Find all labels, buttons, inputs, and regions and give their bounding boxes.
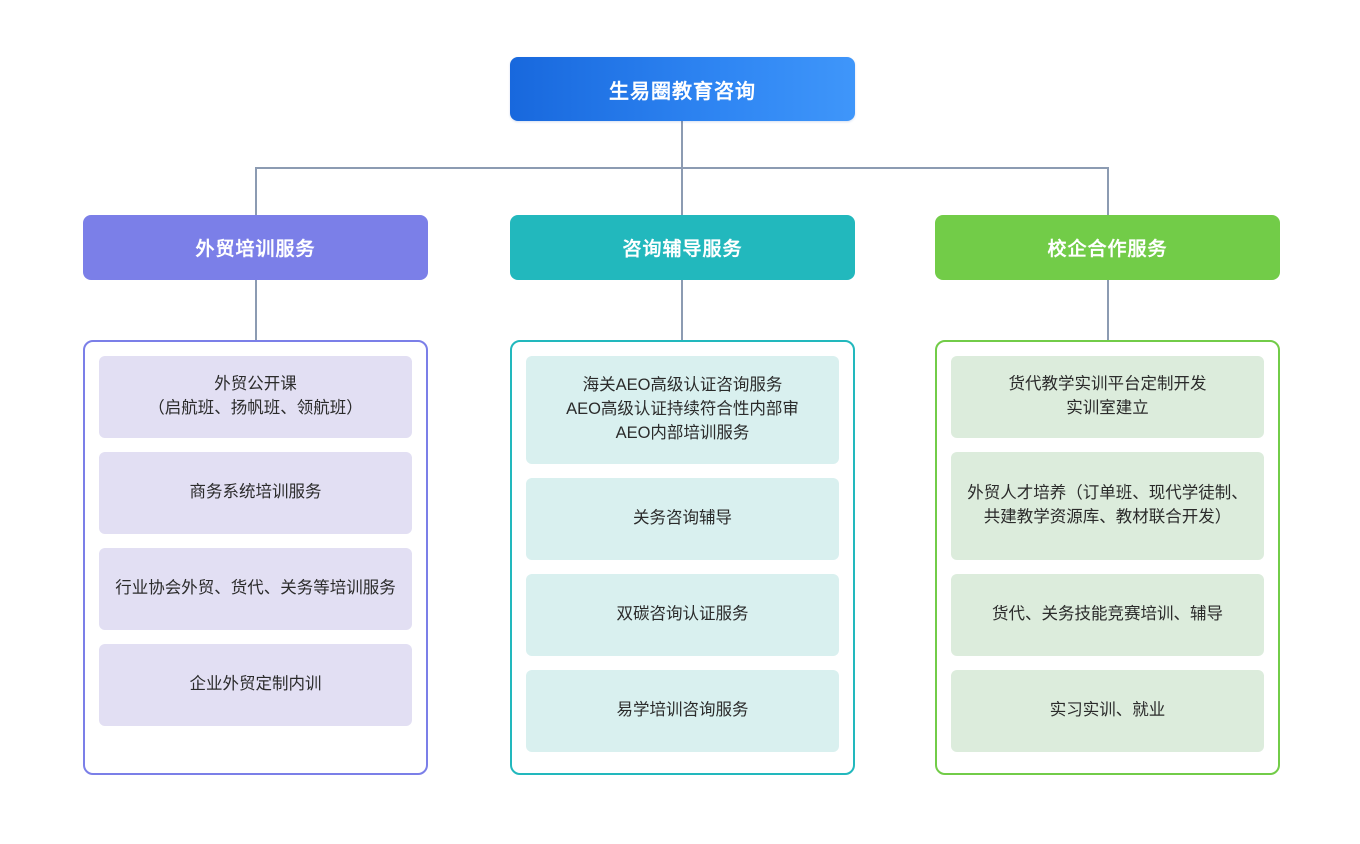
connector-header-to-group-3 — [1107, 280, 1109, 340]
connector-drop-branch-2 — [681, 167, 683, 215]
connector-drop-branch-1 — [255, 167, 257, 215]
connector-root-stem — [681, 121, 683, 168]
leaf-item[interactable]: 货代、关务技能竞赛培训、辅导 — [951, 574, 1264, 656]
category-header-label: 校企合作服务 — [1047, 239, 1168, 260]
leaf-item[interactable]: 双碳咨询认证服务 — [526, 574, 839, 656]
leaf-item[interactable]: 实习实训、就业 — [951, 670, 1264, 752]
group-box-consulting: 海关AEO高级认证咨询服务 AEO高级认证持续符合性内部审 AEO内部培训服务 … — [510, 340, 855, 775]
category-header-label: 外贸培训服务 — [195, 239, 316, 260]
connector-drop-branch-3 — [1107, 167, 1109, 215]
category-header-consulting[interactable]: 咨询辅导服务 — [510, 215, 855, 280]
leaf-item[interactable]: 海关AEO高级认证咨询服务 AEO高级认证持续符合性内部审 AEO内部培训服务 — [526, 356, 839, 464]
leaf-item[interactable]: 外贸人才培养（订单班、现代学徒制、共建教学资源库、教材联合开发） — [951, 452, 1264, 560]
category-header-school-enterprise[interactable]: 校企合作服务 — [935, 215, 1280, 280]
root-node-label: 生易圈教育咨询 — [609, 80, 756, 103]
leaf-item[interactable]: 外贸公开课 （启航班、扬帆班、领航班） — [99, 356, 412, 438]
category-header-training[interactable]: 外贸培训服务 — [83, 215, 428, 280]
leaf-item[interactable]: 行业协会外贸、货代、关务等培训服务 — [99, 548, 412, 630]
leaf-item[interactable]: 易学培训咨询服务 — [526, 670, 839, 752]
root-node[interactable]: 生易圈教育咨询 — [510, 57, 855, 121]
category-header-label: 咨询辅导服务 — [622, 239, 743, 260]
leaf-item[interactable]: 关务咨询辅导 — [526, 478, 839, 560]
connector-header-to-group-2 — [681, 280, 683, 340]
leaf-item[interactable]: 企业外贸定制内训 — [99, 644, 412, 726]
leaf-item[interactable]: 商务系统培训服务 — [99, 452, 412, 534]
group-box-school-enterprise: 货代教学实训平台定制开发 实训室建立 外贸人才培养（订单班、现代学徒制、共建教学… — [935, 340, 1280, 775]
leaf-item[interactable]: 货代教学实训平台定制开发 实训室建立 — [951, 356, 1264, 438]
connector-header-to-group-1 — [255, 280, 257, 340]
group-box-training: 外贸公开课 （启航班、扬帆班、领航班） 商务系统培训服务 行业协会外贸、货代、关… — [83, 340, 428, 775]
